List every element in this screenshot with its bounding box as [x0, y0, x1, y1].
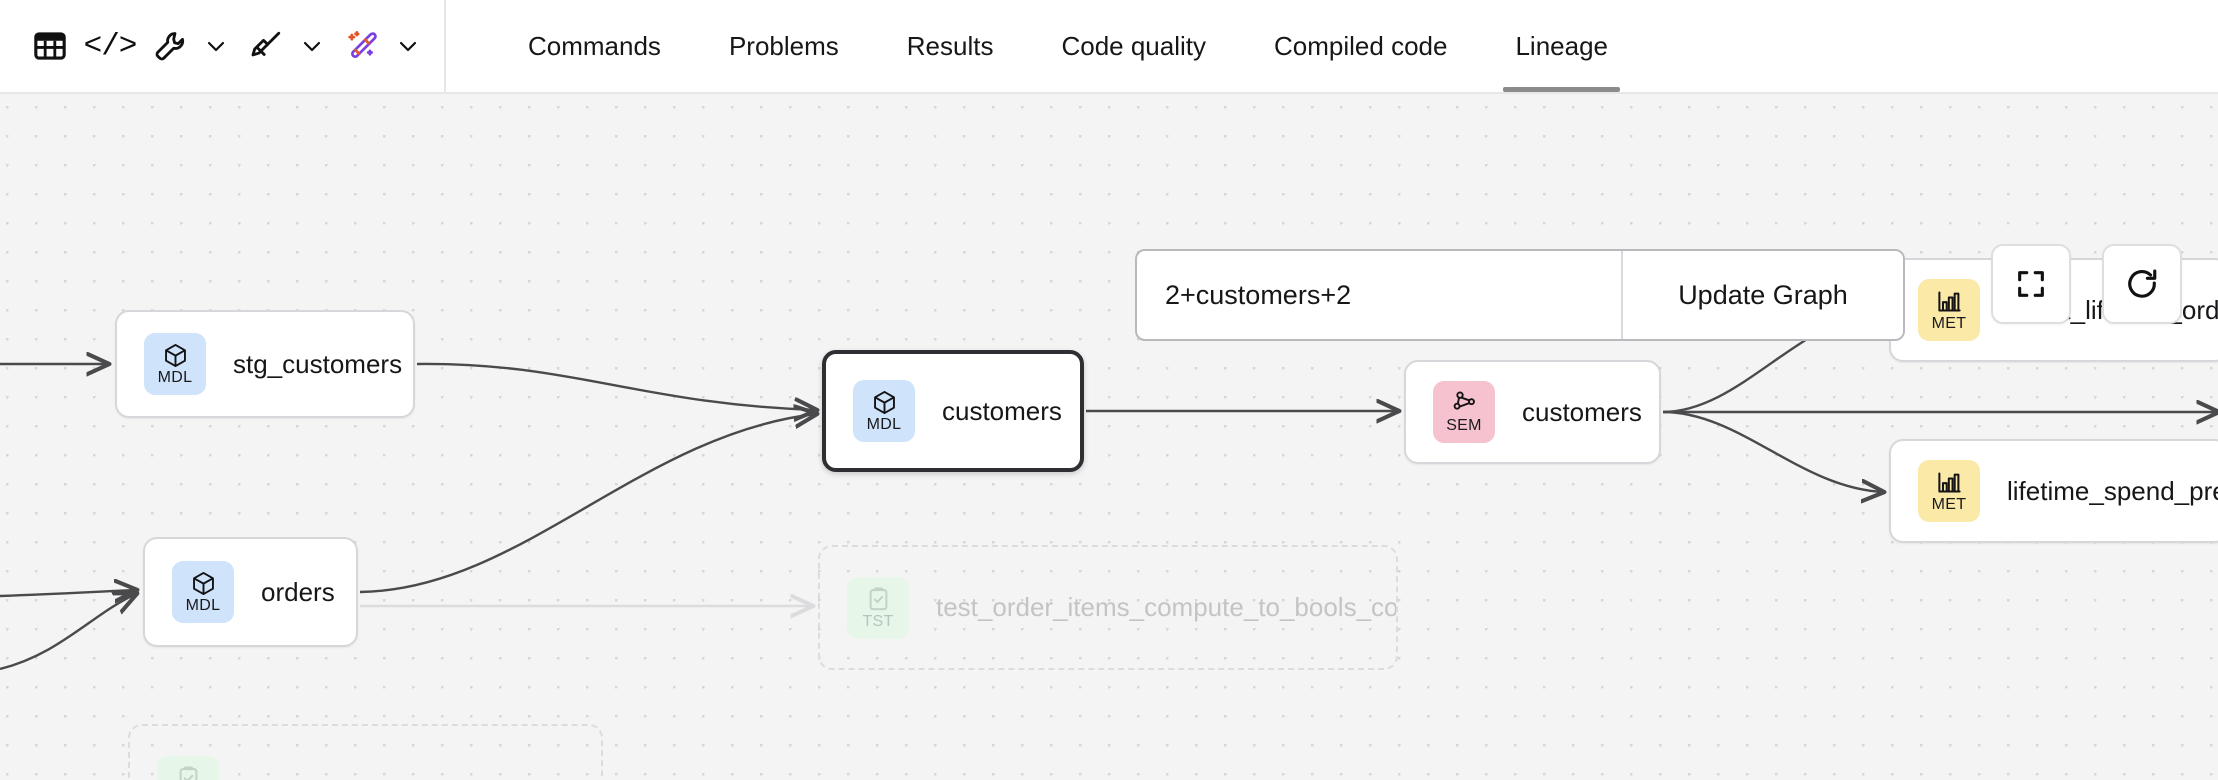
chevron-down-icon-format[interactable]: [294, 18, 330, 74]
ai-assist-group: [334, 18, 426, 74]
mdl-badge: MDL: [853, 380, 915, 442]
lineage-node-test-order-items[interactable]: TST test_order_items_compute_to_bools_co…: [818, 545, 1398, 670]
app-header: </>: [0, 0, 2218, 94]
lineage-canvas[interactable]: MDL stg_customers MDL orders MDL custome…: [0, 94, 2218, 780]
lineage-node-orders[interactable]: MDL orders: [143, 537, 358, 647]
badge-label: MDL: [157, 369, 193, 386]
met-badge: MET: [1918, 279, 1980, 341]
node-label: stg_customers: [233, 348, 403, 379]
node-label: orders: [261, 576, 335, 607]
tst-badge: TST: [847, 576, 909, 639]
magic-wand-icon[interactable]: [334, 18, 390, 74]
tools-group: [142, 18, 234, 74]
tst-badge: TST: [157, 755, 219, 780]
graph-selector-bar: Update Graph: [1135, 249, 1905, 341]
badge-label: MDL: [185, 597, 221, 614]
tab-results[interactable]: Results: [906, 30, 994, 61]
code-brackets-glyph: </>: [83, 28, 138, 64]
broom-icon[interactable]: [238, 18, 294, 74]
node-label: customers: [1522, 396, 1642, 427]
chevron-down-icon-ai[interactable]: [390, 18, 426, 74]
tab-code-quality[interactable]: Code quality: [1061, 30, 1207, 61]
toolbar-divider: [444, 0, 446, 92]
lineage-edges: [0, 94, 2218, 671]
lineage-node-lifetime-spend-pretax[interactable]: MET lifetime_spend_pretax: [1889, 439, 2218, 543]
tab-bar: Commands Problems Results Code quality C…: [446, 0, 1642, 92]
table-view-icon[interactable]: [22, 18, 78, 74]
format-group: [238, 18, 330, 74]
code-view-icon[interactable]: </>: [82, 18, 138, 74]
lineage-node-customers-semantic[interactable]: SEM customers: [1404, 360, 1661, 464]
tab-commands[interactable]: Commands: [528, 30, 661, 61]
editor-toolbar: </>: [0, 0, 446, 92]
lineage-node-customers-model[interactable]: MDL customers: [822, 350, 1084, 472]
lineage-node-stg-customers[interactable]: MDL stg_customers: [115, 310, 415, 418]
sem-badge: SEM: [1433, 381, 1495, 443]
update-graph-button[interactable]: Update Graph: [1621, 251, 1903, 339]
tab-compiled-code[interactable]: Compiled code: [1274, 30, 1448, 61]
refresh-graph-button[interactable]: [2102, 244, 2182, 324]
node-label: test_order_items_compute_to_bools_correc…: [936, 592, 1398, 623]
graph-selector-input[interactable]: [1137, 251, 1621, 339]
badge-label: MET: [1931, 496, 1967, 513]
met-badge: MET: [1918, 460, 1980, 522]
badge-label: SEM: [1446, 417, 1482, 434]
tab-lineage[interactable]: Lineage: [1481, 0, 1642, 92]
badge-label: MET: [1931, 315, 1967, 332]
badge-label: TST: [862, 612, 894, 630]
chevron-down-icon-tools[interactable]: [198, 18, 234, 74]
mdl-badge: MDL: [172, 561, 234, 623]
wrench-icon[interactable]: [142, 18, 198, 74]
mdl-badge: MDL: [144, 333, 206, 395]
node-label: customers: [942, 395, 1062, 426]
node-label: lifetime_spend_pretax: [2007, 475, 2218, 506]
lineage-node-test-bottom-left[interactable]: TST: [128, 724, 603, 780]
tab-problems[interactable]: Problems: [728, 30, 839, 61]
badge-label: MDL: [866, 416, 902, 433]
fit-view-button[interactable]: [1991, 244, 2071, 324]
